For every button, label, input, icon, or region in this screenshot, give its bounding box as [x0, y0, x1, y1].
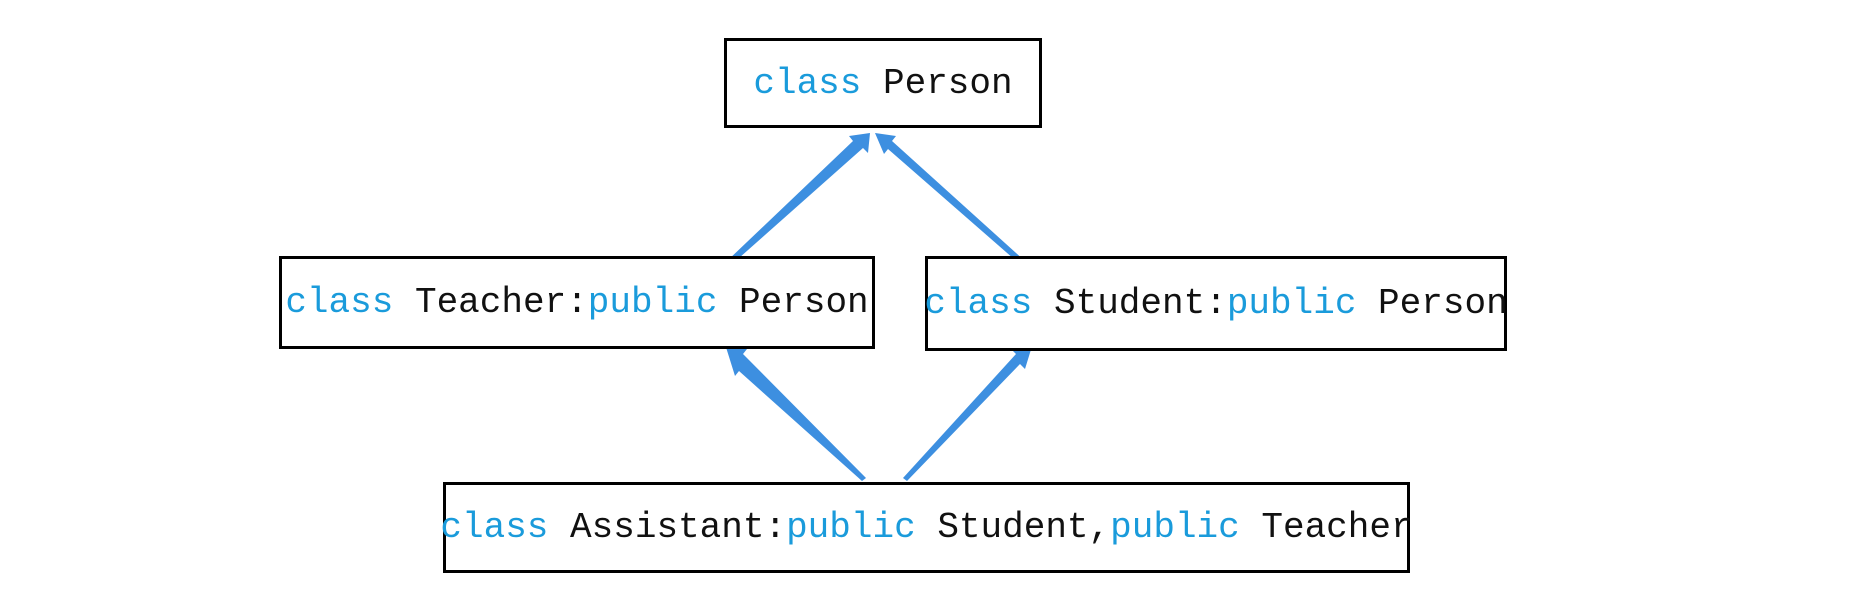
arrow-assistant-to-teacher [725, 344, 866, 481]
keyword-class: class [440, 507, 549, 548]
keyword-class: class [924, 283, 1033, 324]
class-box-student: class Student:public Person [924, 256, 1508, 351]
arrow-assistant-to-student [903, 343, 1033, 481]
keyword-class: class [285, 282, 394, 323]
base-class-student: Student, [937, 507, 1111, 548]
base-class-person: Person [739, 282, 869, 323]
base-class-person: Person [1378, 283, 1508, 324]
keyword-class: class [753, 62, 862, 104]
class-name-assistant: Assistant: [570, 507, 787, 548]
keyword-public: public [786, 507, 916, 548]
arrow-student-to-person [875, 133, 1026, 266]
class-box-person: class Person [724, 38, 1042, 128]
class-box-teacher: class Teacher:public Person [279, 256, 875, 349]
arrow-teacher-to-person [726, 133, 870, 266]
keyword-public: public [1226, 283, 1357, 324]
class-box-assistant: class Assistant:public Student,public Te… [440, 482, 1413, 573]
class-name-teacher: Teacher: [414, 282, 588, 323]
base-class-teacher: Teacher [1261, 507, 1413, 548]
class-name-student: Student: [1053, 283, 1227, 324]
keyword-public: public [587, 282, 718, 323]
keyword-public: public [1110, 507, 1240, 548]
class-name-person: Person [883, 62, 1013, 104]
